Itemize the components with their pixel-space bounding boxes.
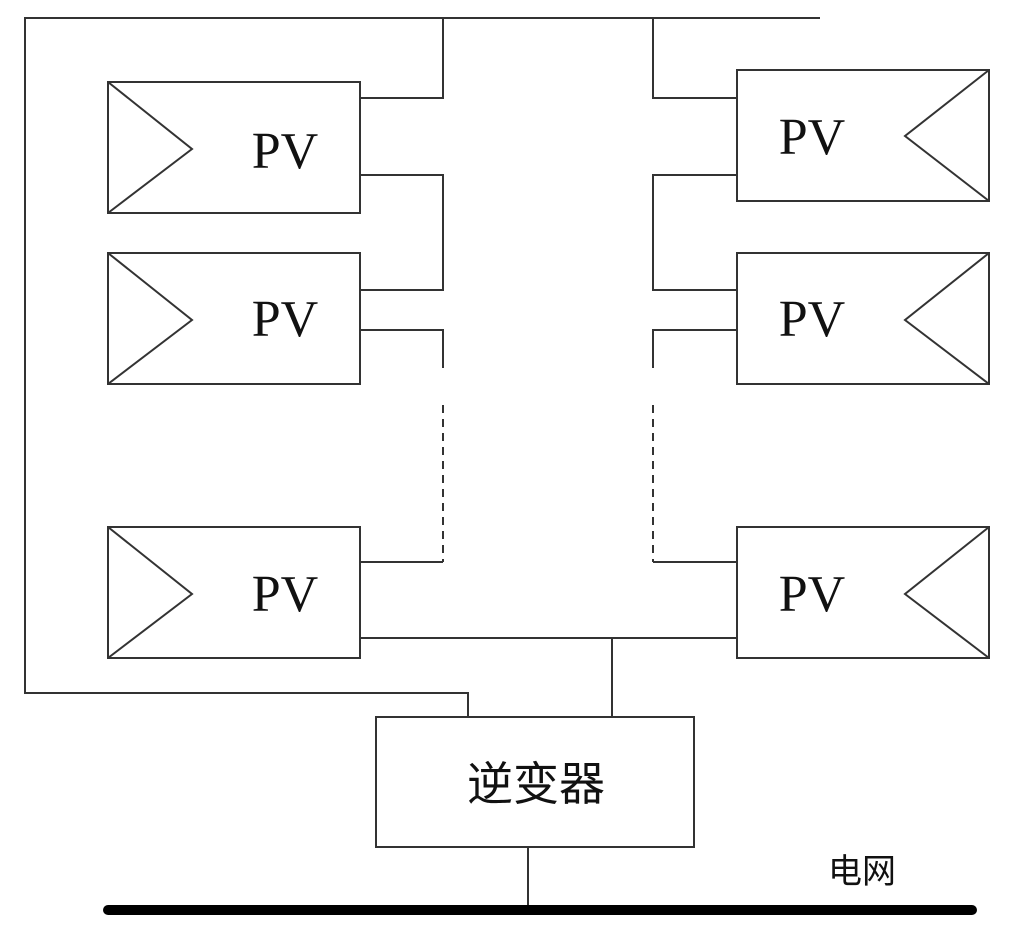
pv-panel-glyph	[903, 69, 990, 202]
pv-panel-label: PV	[779, 566, 845, 623]
pv-panel-glyph	[107, 252, 194, 385]
pv-panel-left-n: PV	[107, 526, 361, 659]
grid-label: 电网	[828, 852, 896, 892]
pv-panel-glyph	[903, 252, 990, 385]
pv-panel-right-n: PV	[736, 526, 990, 659]
left-link-2-down-wire	[360, 329, 444, 368]
pv-panel-left-1: PV	[107, 81, 361, 214]
inverter-label: 逆变器	[467, 757, 605, 811]
right-top-feed-wire	[652, 18, 737, 99]
pv-panel-glyph	[107, 81, 194, 214]
pv-panel-label: PV	[252, 291, 318, 348]
pv-panel-label: PV	[779, 109, 845, 166]
right-link-2-down-wire	[652, 329, 737, 368]
pv-panel-label: PV	[779, 291, 845, 348]
left-top-feed-wire	[360, 18, 444, 99]
pv-panel-right-1: PV	[736, 69, 990, 202]
left-link-1-2-wire	[360, 174, 444, 291]
inverter-box: 逆变器	[375, 716, 695, 848]
pv-panel-label: PV	[252, 123, 318, 180]
right-link-1-2-wire	[652, 174, 737, 291]
pv-panel-label: PV	[252, 566, 318, 623]
pv-panel-glyph	[107, 526, 194, 659]
pv-panel-left-2: PV	[107, 252, 361, 385]
outer-loop-wire	[24, 17, 820, 717]
pv-panel-right-2: PV	[736, 252, 990, 385]
pv-panel-glyph	[903, 526, 990, 659]
